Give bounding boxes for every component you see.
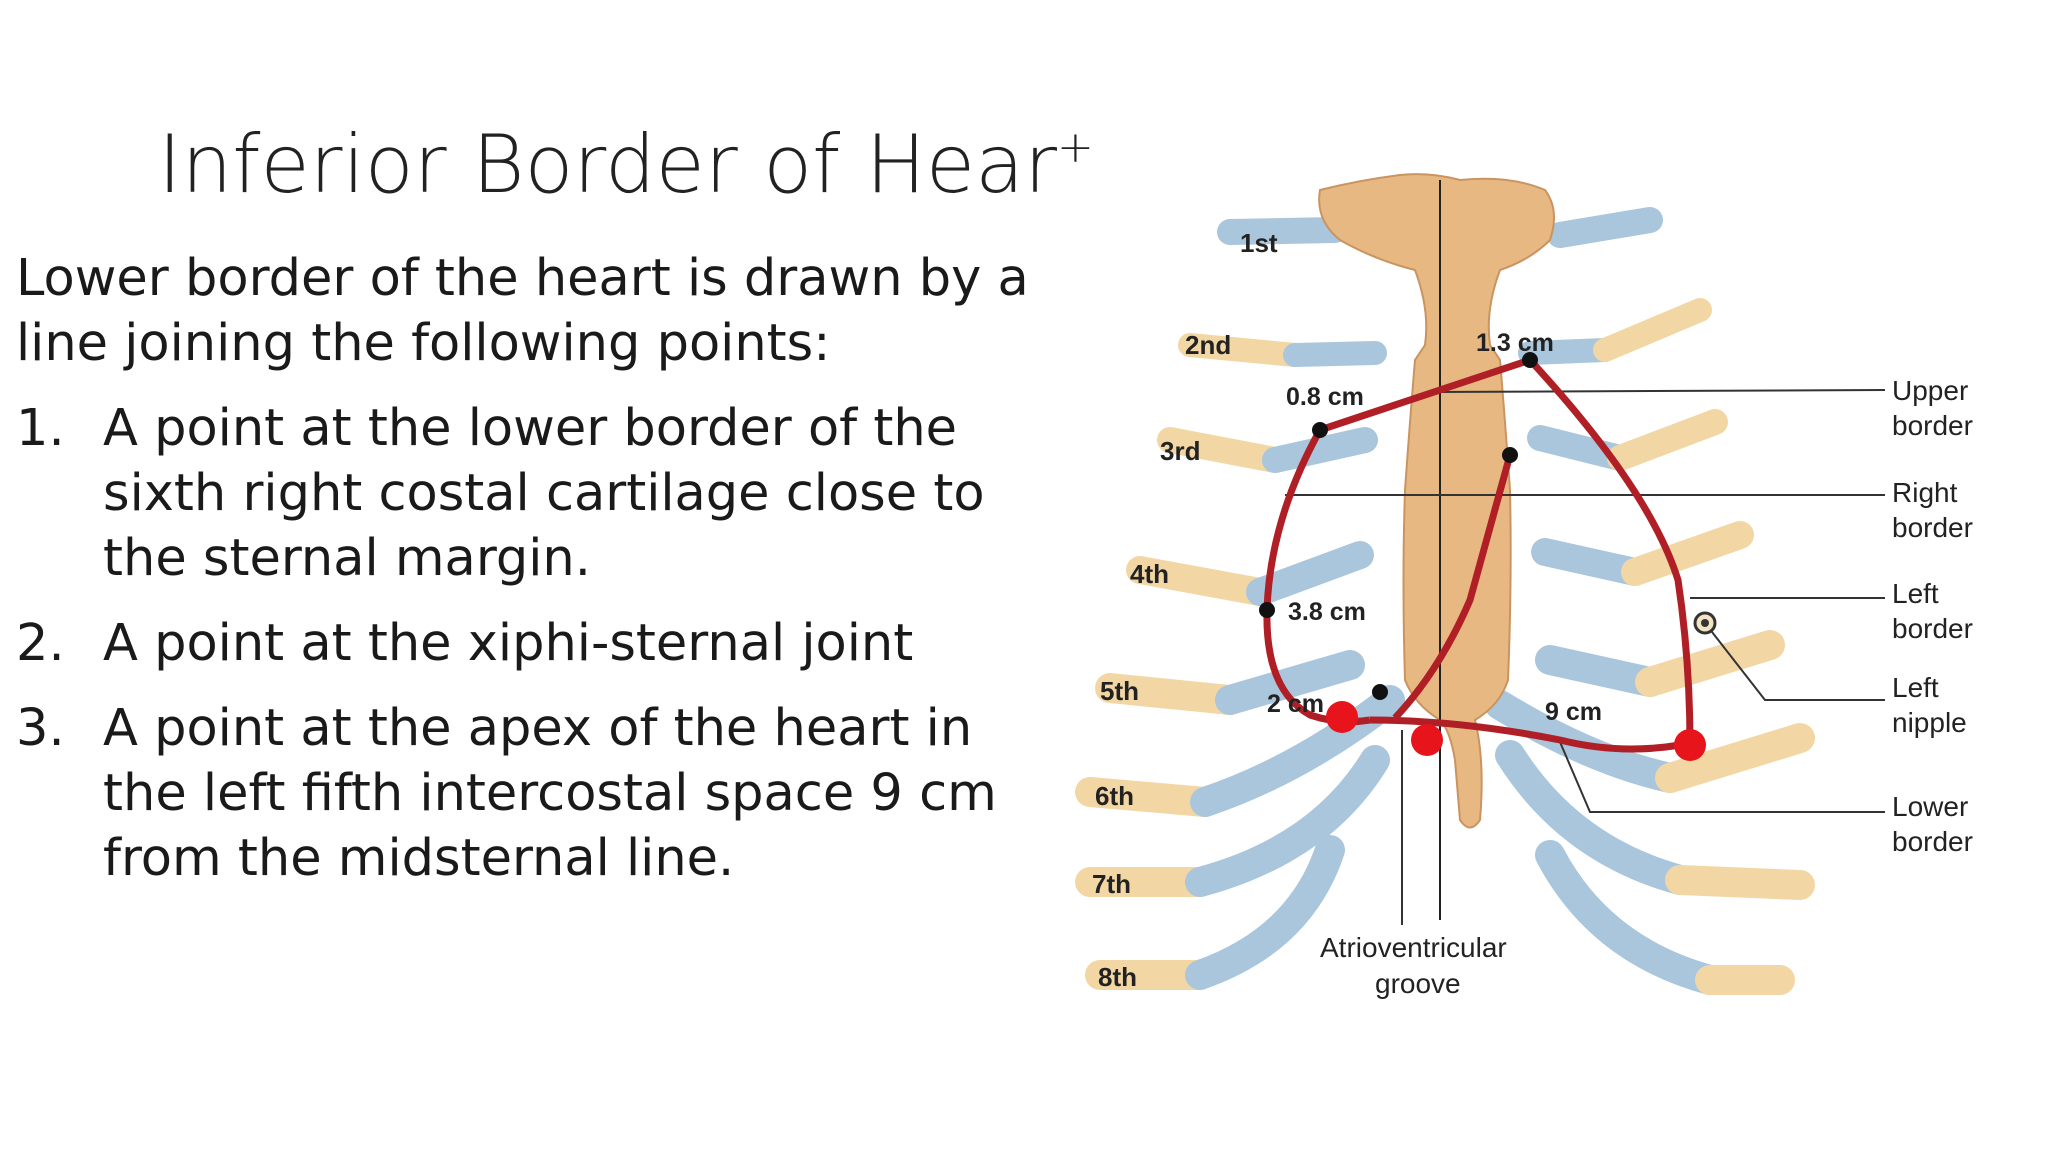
left-border-line: [1527, 357, 1694, 746]
measure-2cm: 2 cm: [1267, 690, 1324, 718]
rib-1-right: [1217, 217, 1348, 245]
point-2cm: [1372, 684, 1388, 700]
point-text: A point at the apex of the heart in the …: [103, 699, 997, 888]
rib-1-left: [1547, 207, 1663, 248]
left-nipple-leader: [1704, 622, 1885, 701]
measure-0-8cm: 0.8 cm: [1286, 383, 1364, 411]
point-1-3cm: [1522, 352, 1538, 368]
slide-title: Inferior Border of Hear+: [158, 118, 1094, 211]
point-3rd-left: [1502, 447, 1518, 463]
rib-6-cart-right: [1190, 685, 1405, 817]
leader-lines: [1285, 389, 1886, 925]
rib-label-4th: 4th: [1130, 559, 1169, 589]
title-text: Inferior Border of Hear: [158, 118, 1058, 211]
side-labels: Upper border Right border Left border Le…: [1320, 375, 1973, 999]
upper-border-leader: [1429, 389, 1886, 393]
rib-5-cart-right: [1215, 650, 1365, 715]
rib-2-cart-left: [1518, 338, 1617, 365]
body-text: Lower border of the heart is drawn by a …: [16, 246, 1036, 911]
label-right-border-1: Right: [1892, 477, 1958, 508]
point-0-8cm: [1312, 422, 1328, 438]
point-text: A point at the lower border of the sixth…: [103, 399, 985, 588]
rib-2-bone-right: [1178, 333, 1307, 367]
label-upper-border-1: Upper: [1892, 375, 1968, 406]
measure-3-8cm: 3.8 cm: [1288, 598, 1366, 626]
key-point-xiphisternal: [1411, 724, 1443, 756]
rib-4-bone-left: [1621, 521, 1754, 586]
rib-2-bone-left: [1593, 298, 1712, 362]
rib-3-bone-right: [1157, 427, 1288, 473]
rib-6-bone-right: [1075, 777, 1220, 817]
left-nipple-center: [1701, 619, 1709, 627]
label-groove-2: groove: [1375, 968, 1461, 999]
rib-6-cart-left: [1485, 690, 1685, 793]
rib-5-cart-left: [1535, 645, 1665, 697]
title-mark: +: [1057, 122, 1094, 173]
rib-5-bone-left: [1635, 630, 1785, 697]
lower-border-leader: [1559, 741, 1885, 813]
rib-4-cart-left: [1531, 538, 1649, 586]
rib-8-cart-left: [1535, 840, 1725, 995]
rib-4-cart-right: [1246, 541, 1374, 606]
rib-4-bone-right: [1126, 556, 1274, 606]
point-number: 3.: [16, 699, 65, 758]
rib-7-bone-left: [1665, 865, 1815, 900]
reference-points: [1259, 352, 1717, 761]
rib-3-bone-left: [1607, 409, 1728, 471]
rib-6-bone-left: [1655, 723, 1815, 793]
rib-2-cart-right: [1283, 341, 1387, 367]
rib-8-cart-right: [1185, 835, 1345, 990]
measure-9cm: 9 cm: [1545, 698, 1602, 726]
point-text: A point at the xiphi-sternal joint: [103, 614, 914, 673]
label-left-border-1: Left: [1892, 578, 1939, 609]
atrioventricular-groove-line: [1392, 454, 1514, 721]
measurement-labels: 1.3 cm 0.8 cm 3.8 cm 2 cm 9 cm: [1267, 329, 1602, 726]
label-right-border-2: border: [1892, 512, 1973, 543]
point-number: 1.: [16, 399, 65, 458]
point-item: 1. A point at the lower border of the six…: [16, 396, 1036, 591]
upper-border-line: [1318, 356, 1532, 434]
rib-labels: 1st 2nd 3rd 4th 5th 6th 7th 8th: [1092, 228, 1278, 992]
label-lower-border-1: Lower: [1892, 791, 1968, 822]
rib-label-1st: 1st: [1240, 228, 1278, 258]
label-left-nipple-2: nipple: [1892, 707, 1967, 738]
ribs-right-side: [1075, 217, 1405, 990]
label-left-nipple-1: Left: [1892, 672, 1939, 703]
rib-label-3rd: 3rd: [1160, 436, 1200, 466]
rib-5-bone-right: [1095, 673, 1245, 715]
label-groove-1: Atrioventricular: [1320, 932, 1507, 963]
rib-7-cart-right: [1185, 745, 1390, 897]
rib-label-2nd: 2nd: [1185, 330, 1231, 360]
key-point-apex: [1674, 729, 1706, 761]
lower-border-line: [1369, 716, 1681, 753]
sternum: [1318, 173, 1555, 829]
rib-3-cart-right: [1262, 427, 1378, 473]
rib-7-cart-left: [1495, 740, 1695, 895]
label-left-border-2: border: [1892, 613, 1973, 644]
points-list: 1. A point at the lower border of the six…: [16, 396, 1036, 891]
rib-label-8th: 8th: [1098, 962, 1137, 992]
point-item: 3. A point at the apex of the heart in th…: [16, 696, 1036, 891]
rib-label-7th: 7th: [1092, 869, 1131, 899]
point-item: 2. A point at the xiphi-sternal joint: [16, 611, 1036, 676]
label-upper-border-2: border: [1892, 410, 1973, 441]
label-lower-border-2: border: [1892, 826, 1973, 857]
intro-text: Lower border of the heart is drawn by a …: [16, 249, 1029, 373]
point-number: 2.: [16, 614, 65, 673]
heart-surface-diagram: 1st 2nd 3rd 4th 5th 6th 7th 8th 1.3 cm 0…: [1030, 160, 2040, 1020]
key-point-right-6th: [1326, 701, 1358, 733]
diagram-svg: 1st 2nd 3rd 4th 5th 6th 7th 8th 1.3 cm 0…: [1075, 173, 1973, 999]
rib-label-6th: 6th: [1095, 781, 1134, 811]
rib-label-5th: 5th: [1100, 676, 1139, 706]
point-3-8cm: [1259, 602, 1275, 618]
measure-1-3cm: 1.3 cm: [1476, 329, 1554, 357]
